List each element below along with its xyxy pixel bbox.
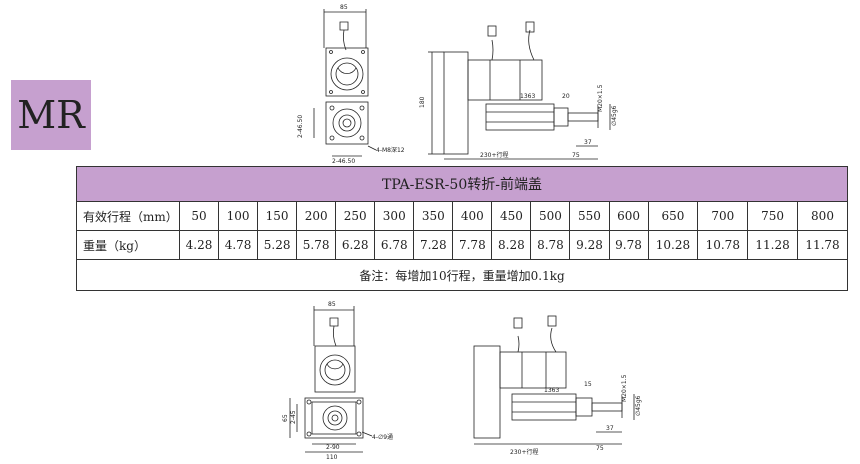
stroke-cell: 750 xyxy=(747,201,798,231)
weight-cell: 10.28 xyxy=(647,230,699,260)
top-side-length: 230+行程 xyxy=(480,151,508,159)
bottom-side-view xyxy=(473,315,635,445)
top-front-bottom: 2-46.50 xyxy=(332,158,355,165)
weight-cell: 4.28 xyxy=(178,230,220,260)
stroke-cell: 300 xyxy=(374,201,415,231)
bottom-side-shaft: ∅45g6 xyxy=(635,395,642,416)
stroke-cell: 800 xyxy=(797,201,848,231)
table-title-row: TPA-ESR-50转折-前端盖 xyxy=(76,166,848,202)
stroke-cell: 700 xyxy=(697,201,749,231)
stroke-cell: 100 xyxy=(218,201,259,231)
weight-cell: 7.28 xyxy=(413,230,454,260)
top-side-20: 20 xyxy=(562,93,570,100)
top-front-height: 2-46.50 xyxy=(297,115,304,138)
weight-cell: 10.78 xyxy=(697,230,749,260)
weight-cell: 8.28 xyxy=(491,230,532,260)
weight-cell: 9.78 xyxy=(608,230,649,260)
bottom-side-15: 15 xyxy=(584,381,592,388)
bottom-side-length: 230+行程 xyxy=(510,448,538,456)
stroke-cell: 600 xyxy=(608,201,649,231)
bottom-front-90: 2-90 xyxy=(326,444,340,451)
top-front-holes: 4-M8深12 xyxy=(376,146,405,154)
bottom-front-2-45: 2-45 xyxy=(290,410,297,424)
weight-cell: 4.78 xyxy=(218,230,259,260)
top-side-height: 180 xyxy=(419,96,426,108)
weight-cell: 11.78 xyxy=(797,230,848,260)
stroke-cell: 50 xyxy=(178,201,220,231)
weight-cell: 6.28 xyxy=(335,230,376,260)
bottom-side-thread: M20×1.5 xyxy=(621,374,628,402)
weight-cell: 8.78 xyxy=(530,230,571,260)
weight-cell: 6.78 xyxy=(374,230,415,260)
stroke-cell: 400 xyxy=(452,201,493,231)
top-side-1363: 1363 xyxy=(520,93,535,100)
stroke-cell: 250 xyxy=(335,201,376,231)
top-side-thread: M20×1.5 xyxy=(597,84,604,112)
stroke-cell: 550 xyxy=(569,201,610,231)
top-side-shaft: ∅45g6 xyxy=(611,105,618,126)
top-side-75: 75 xyxy=(572,152,580,159)
weight-cell: 11.28 xyxy=(747,230,798,260)
weight-cell: 5.78 xyxy=(296,230,337,260)
stroke-cell: 150 xyxy=(257,201,298,231)
bottom-side-75: 75 xyxy=(596,445,604,452)
stroke-cell: 650 xyxy=(647,201,699,231)
bottom-side-1363: 1363 xyxy=(544,387,559,394)
top-front-width: 85 xyxy=(340,4,348,11)
table-title: TPA-ESR-50转折-前端盖 xyxy=(76,166,848,202)
series-badge: MR xyxy=(11,80,91,150)
bottom-front-view xyxy=(289,306,373,453)
weight-cell: 7.78 xyxy=(452,230,493,260)
top-front-view xyxy=(313,9,377,157)
table-note: 备注：每增加10行程，重量增加0.1kg xyxy=(76,259,848,291)
weight-cell: 5.28 xyxy=(257,230,298,260)
bottom-front-width: 85 xyxy=(328,301,336,308)
top-side-37: 37 xyxy=(584,139,592,146)
stroke-cell: 500 xyxy=(530,201,571,231)
top-side-view xyxy=(428,21,611,160)
stroke-cell: 450 xyxy=(491,201,532,231)
stroke-label: 有效行程（mm） xyxy=(76,201,180,231)
stroke-cell: 350 xyxy=(413,201,454,231)
weight-cell: 9.28 xyxy=(569,230,610,260)
bottom-side-37: 37 xyxy=(606,425,614,432)
note-row: 备注：每增加10行程，重量增加0.1kg xyxy=(76,259,848,291)
weight-label: 重量（kg） xyxy=(76,230,180,260)
bottom-front-holes: 4-∅9通 xyxy=(372,433,393,441)
stroke-cell: 200 xyxy=(296,201,337,231)
bottom-front-65: 65 xyxy=(282,414,289,422)
bottom-front-110: 110 xyxy=(326,454,338,461)
